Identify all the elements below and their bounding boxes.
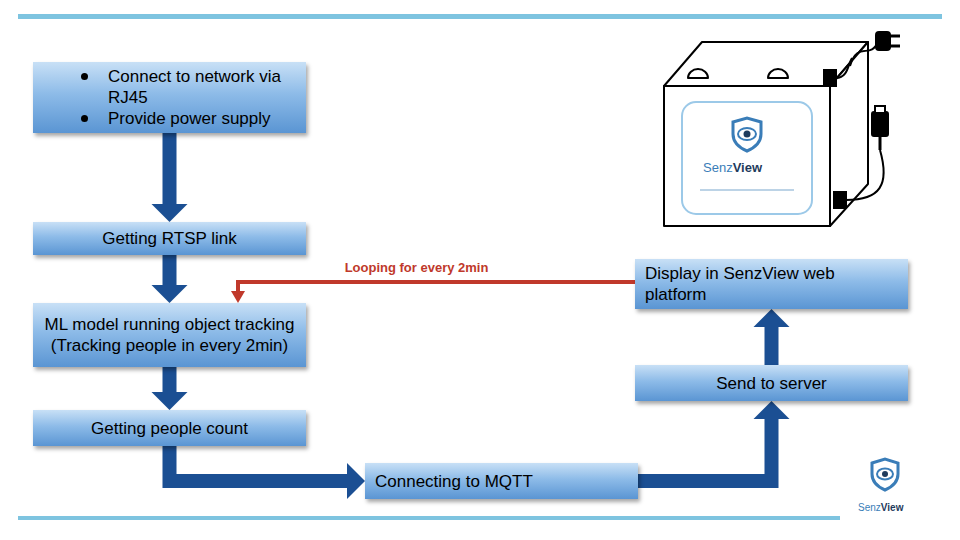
box-text: Provide power supply: [108, 108, 271, 129]
connector-line: [170, 446, 349, 481]
logo-text: Senz: [703, 160, 733, 175]
process-box: Display in SenzView web platform: [635, 259, 908, 309]
box-text: Send to server: [645, 373, 898, 394]
bottom-bar: [18, 516, 840, 520]
box-text: Getting RTSP link: [43, 228, 296, 249]
logo-text: View: [733, 160, 762, 175]
bullet-dot: [81, 73, 88, 80]
bullet-dot: [81, 115, 88, 122]
box-text: Connect to network via RJ45: [108, 66, 296, 108]
bullet-row: Provide power supply: [81, 108, 296, 129]
arrow-head: [152, 392, 188, 410]
process-box: Connecting to MQTT: [365, 463, 638, 499]
edge-label: Looping for every 2min: [342, 260, 492, 275]
flow-arrow: [754, 309, 790, 365]
arrow-head: [152, 285, 188, 303]
flow-arrow: [152, 255, 188, 303]
process-box: Connect to network via RJ45Provide power…: [33, 62, 306, 133]
power-cable: [824, 32, 900, 86]
ethernet-cable: [834, 106, 888, 208]
connector-line: [638, 418, 772, 481]
arrow-head: [754, 401, 790, 419]
logo-text: Senz: [858, 502, 881, 513]
connector-line: [163, 133, 177, 205]
connector-line: [238, 282, 635, 292]
bullet-row: Connect to network via RJ45: [81, 66, 296, 108]
arrow-head: [754, 309, 790, 327]
box-text: Connecting to MQTT: [375, 471, 628, 492]
process-box: Getting RTSP link: [33, 222, 306, 255]
arrow-head: [152, 204, 188, 222]
flow-arrow: [638, 401, 790, 481]
device-cube: [664, 42, 868, 226]
process-box: Send to server: [635, 365, 908, 401]
connector-line: [765, 326, 779, 365]
box-text: Getting people count: [43, 418, 296, 439]
arrow-head: [231, 291, 245, 303]
connector-line: [163, 255, 177, 286]
logo-icon: [700, 118, 794, 191]
corner-logo-icon: [872, 459, 898, 490]
connector-line: [163, 367, 177, 393]
top-bar: [18, 14, 942, 19]
flow-arrow: [152, 367, 188, 410]
box-text: Display in SenzView web platform: [645, 263, 898, 305]
flow-arrow: [152, 133, 188, 222]
logo-text: View: [881, 502, 904, 513]
process-box: Getting people count: [33, 410, 306, 446]
process-box: ML model running object tracking (Tracki…: [33, 303, 306, 367]
arrow-head: [347, 463, 365, 499]
loop-arrow: [231, 282, 635, 303]
box-text: ML model running object tracking (Tracki…: [43, 314, 296, 356]
flow-arrow: [170, 446, 366, 499]
